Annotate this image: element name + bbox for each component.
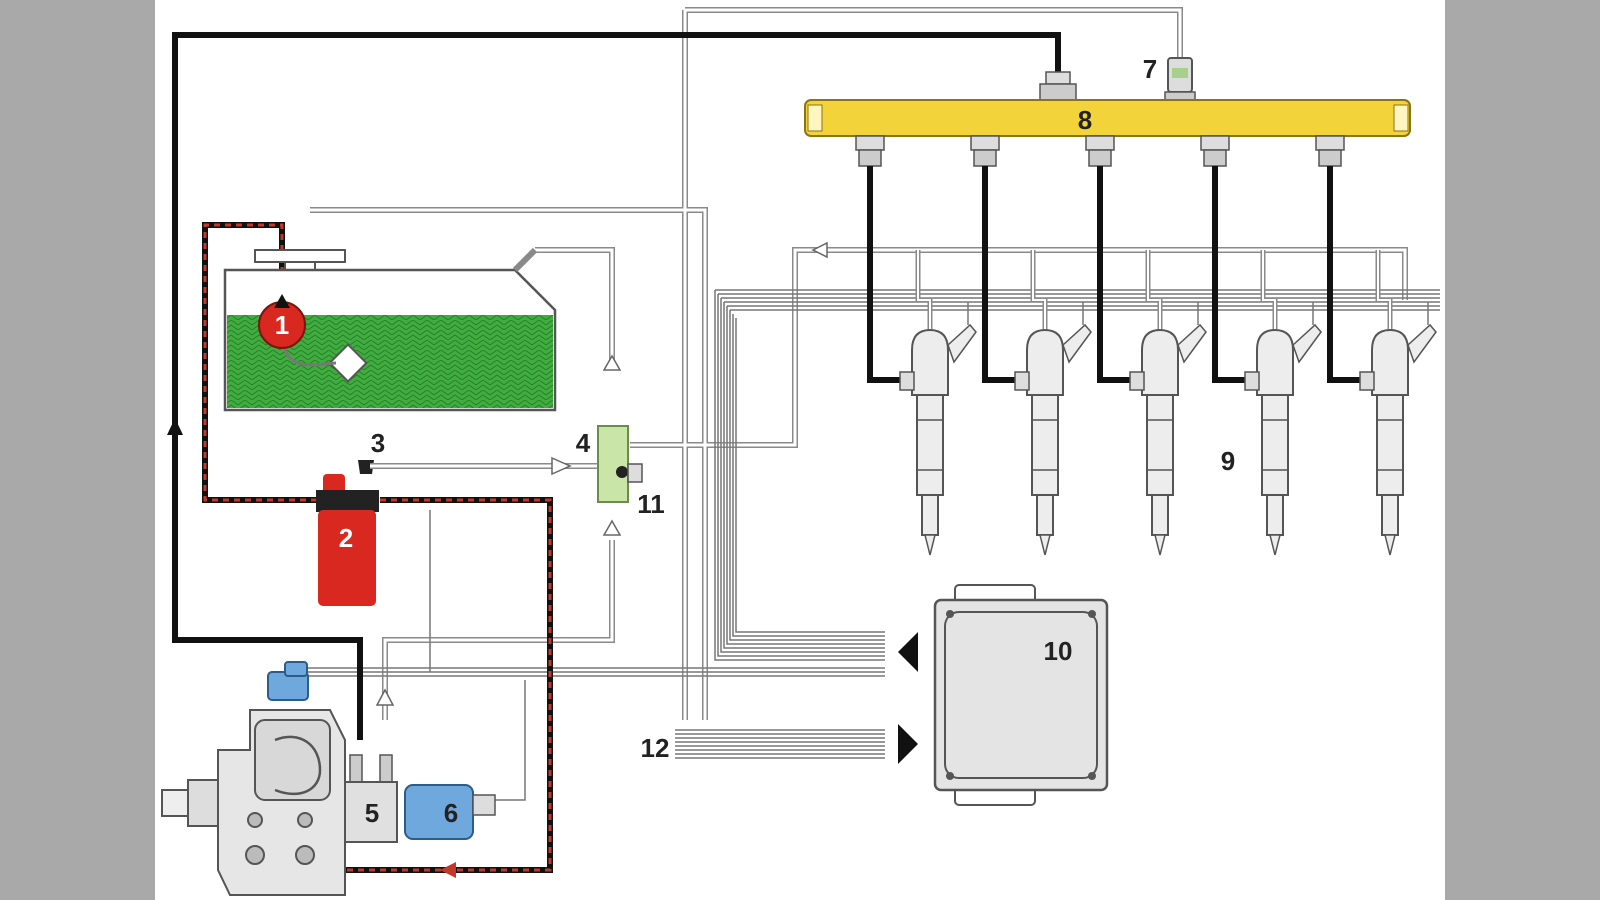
common-rail bbox=[804, 99, 1411, 137]
injector-head bbox=[1256, 328, 1294, 396]
presupply-pump bbox=[258, 294, 306, 349]
flow-arrow-up-icon bbox=[375, 688, 395, 706]
injector-leakoff-inner bbox=[1147, 250, 1161, 330]
label-9: 9 bbox=[1221, 446, 1235, 476]
injector-head bbox=[911, 328, 949, 396]
return-lines-inner bbox=[310, 8, 1407, 720]
rail-outlet-fitting bbox=[1315, 135, 1345, 151]
rail-outlet-nut bbox=[1088, 149, 1112, 167]
injector-body bbox=[1261, 394, 1289, 496]
flow-arrow-up-icon bbox=[167, 418, 183, 435]
injector-tip bbox=[1154, 534, 1166, 556]
valve-block bbox=[597, 425, 643, 503]
ecu bbox=[933, 584, 1109, 806]
injector-nozzle bbox=[921, 494, 939, 536]
injector-pressure-line bbox=[982, 166, 1017, 383]
injector-connector bbox=[1177, 323, 1207, 364]
injector-pressure-line bbox=[867, 166, 902, 383]
injector-connector bbox=[947, 323, 977, 364]
injector-tip bbox=[1384, 534, 1396, 556]
fuel-tank bbox=[223, 247, 557, 412]
injector-leakoff-inner bbox=[1262, 250, 1276, 330]
rail-outlet-fitting bbox=[1200, 135, 1230, 151]
rail-outlet-fitting bbox=[1085, 135, 1115, 151]
high-pressure-pump bbox=[161, 661, 393, 896]
injector-inlet bbox=[899, 371, 915, 391]
injector-nozzle bbox=[1266, 494, 1284, 536]
injector-tip bbox=[1039, 534, 1051, 556]
fuel-filter bbox=[316, 474, 379, 606]
injector-tip bbox=[1269, 534, 1281, 556]
left-margin-bar bbox=[0, 0, 155, 900]
label-11: 11 bbox=[637, 489, 665, 519]
flow-arrow-up-icon bbox=[602, 354, 622, 371]
injector-body bbox=[916, 394, 944, 496]
injector-head bbox=[1371, 328, 1409, 396]
injector-connector bbox=[1407, 323, 1437, 364]
flow-arrow-left-icon bbox=[811, 241, 828, 259]
pressure-regulator bbox=[344, 781, 398, 843]
injector-leakoff-inner bbox=[917, 250, 931, 330]
injector-connector bbox=[1062, 323, 1092, 364]
rail-outlet-nut bbox=[1318, 149, 1342, 167]
rail-inlet-fitting bbox=[1039, 71, 1077, 103]
label-3: 3 bbox=[371, 428, 385, 458]
right-margin-bar bbox=[1445, 0, 1600, 900]
injector-nozzle bbox=[1151, 494, 1169, 536]
injector-head bbox=[1026, 328, 1064, 396]
wiring-harness bbox=[300, 289, 1440, 801]
injector-leakoff-inner bbox=[1377, 250, 1391, 330]
label-12: 12 bbox=[641, 733, 670, 763]
injector-body bbox=[1146, 394, 1174, 496]
injector-body bbox=[1031, 394, 1059, 496]
injector-inlet bbox=[1359, 371, 1375, 391]
injector-pressure-line bbox=[1212, 166, 1247, 383]
injector-nozzle bbox=[1381, 494, 1399, 536]
label-4: 4 bbox=[576, 428, 591, 458]
injector-inlet bbox=[1244, 371, 1260, 391]
rail-outlet-nut bbox=[1203, 149, 1227, 167]
label-10: 10 bbox=[1044, 636, 1073, 666]
rail-outlet-nut bbox=[858, 149, 882, 167]
injector-body bbox=[1376, 394, 1404, 496]
label-6: 6 bbox=[444, 798, 458, 828]
ecu-input-arrow-icon bbox=[898, 632, 918, 672]
flow-arrow-up-icon bbox=[602, 519, 622, 536]
flow-arrow-left-icon bbox=[440, 862, 456, 878]
label-1: 1 bbox=[275, 310, 289, 340]
high-pressure-line bbox=[172, 32, 1061, 740]
rail-pressure-sensor bbox=[1164, 57, 1196, 105]
metering-solenoid bbox=[404, 784, 496, 840]
injector-pressure-line bbox=[1097, 166, 1132, 383]
label-7: 7 bbox=[1143, 54, 1157, 84]
rail-outlet-fitting bbox=[970, 135, 1000, 151]
injector-bank bbox=[855, 135, 1437, 556]
injector-leakoff-inner bbox=[1032, 250, 1046, 330]
rail-outlet-nut bbox=[973, 149, 997, 167]
injector-tip bbox=[924, 534, 936, 556]
injector-inlet bbox=[1129, 371, 1145, 391]
ecu-output-arrow-icon bbox=[898, 724, 918, 764]
injector-inlet bbox=[1014, 371, 1030, 391]
flow-arrow-right-icon bbox=[551, 456, 572, 476]
rail-outlet-fitting bbox=[855, 135, 885, 151]
label-5: 5 bbox=[365, 798, 379, 828]
label-2: 2 bbox=[339, 523, 353, 553]
label-8: 8 bbox=[1078, 105, 1092, 135]
injector-head bbox=[1141, 328, 1179, 396]
injector-connector bbox=[1292, 323, 1322, 364]
injector-nozzle bbox=[1036, 494, 1054, 536]
injector-pressure-line bbox=[1327, 166, 1362, 383]
